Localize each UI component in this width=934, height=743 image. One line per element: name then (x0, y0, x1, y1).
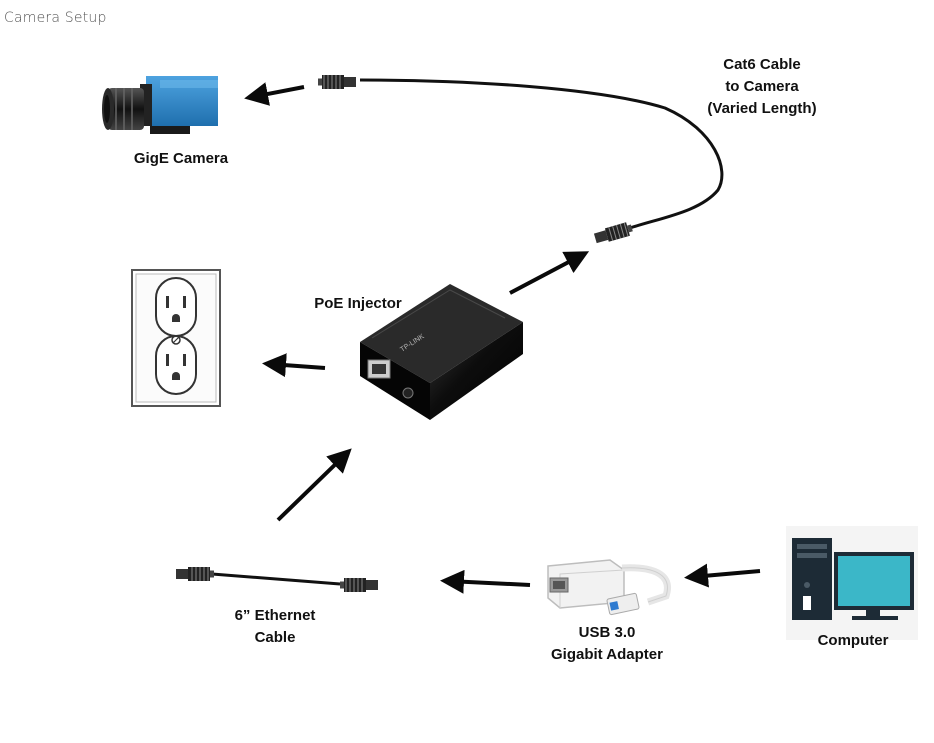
poe-injector-icon: TP-LINK (360, 284, 523, 420)
cat6-cable-label: Cat6 Cable to Camera (Varied Length) (690, 54, 834, 120)
usb-label-line-1: USB 3.0 (578, 624, 636, 641)
ethernet-cable-icon (175, 566, 379, 593)
arrow-to-outlet (262, 353, 326, 378)
ethernet-label-line-1: 6” Ethernet (234, 607, 316, 624)
arrow-cable-to-injector (276, 448, 352, 522)
cat6-label-line-1: Cat6 Cable (723, 56, 801, 73)
arrow-to-camera (244, 82, 305, 106)
wall-outlet-icon (131, 269, 221, 407)
usb-label-line-2: Gigabit Adapter (551, 646, 663, 663)
usb-adapter-icon (547, 559, 671, 616)
gige-camera-icon (102, 76, 218, 134)
page-title: Camera Setup (4, 10, 107, 26)
usb-adapter-label: USB 3.0 Gigabit Adapter (532, 622, 682, 666)
computer-label: Computer (817, 632, 889, 649)
computer-icon (786, 526, 918, 640)
cat6-label-line-3: (Varied Length) (707, 100, 817, 117)
arrow-injector-to-cat6 (509, 251, 590, 295)
arrow-computer-to-adapter (684, 563, 761, 588)
gige-camera-label: GigE Camera (134, 150, 229, 167)
arrow-adapter-to-cable (440, 569, 531, 594)
ethernet-cable-label: 6” Ethernet Cable (205, 605, 345, 649)
cat6-label-line-2: to Camera (725, 78, 799, 95)
ethernet-label-line-2: Cable (254, 629, 296, 646)
cat6-cable-icon (317, 74, 724, 246)
poe-injector-label: PoE Injector (314, 295, 402, 312)
